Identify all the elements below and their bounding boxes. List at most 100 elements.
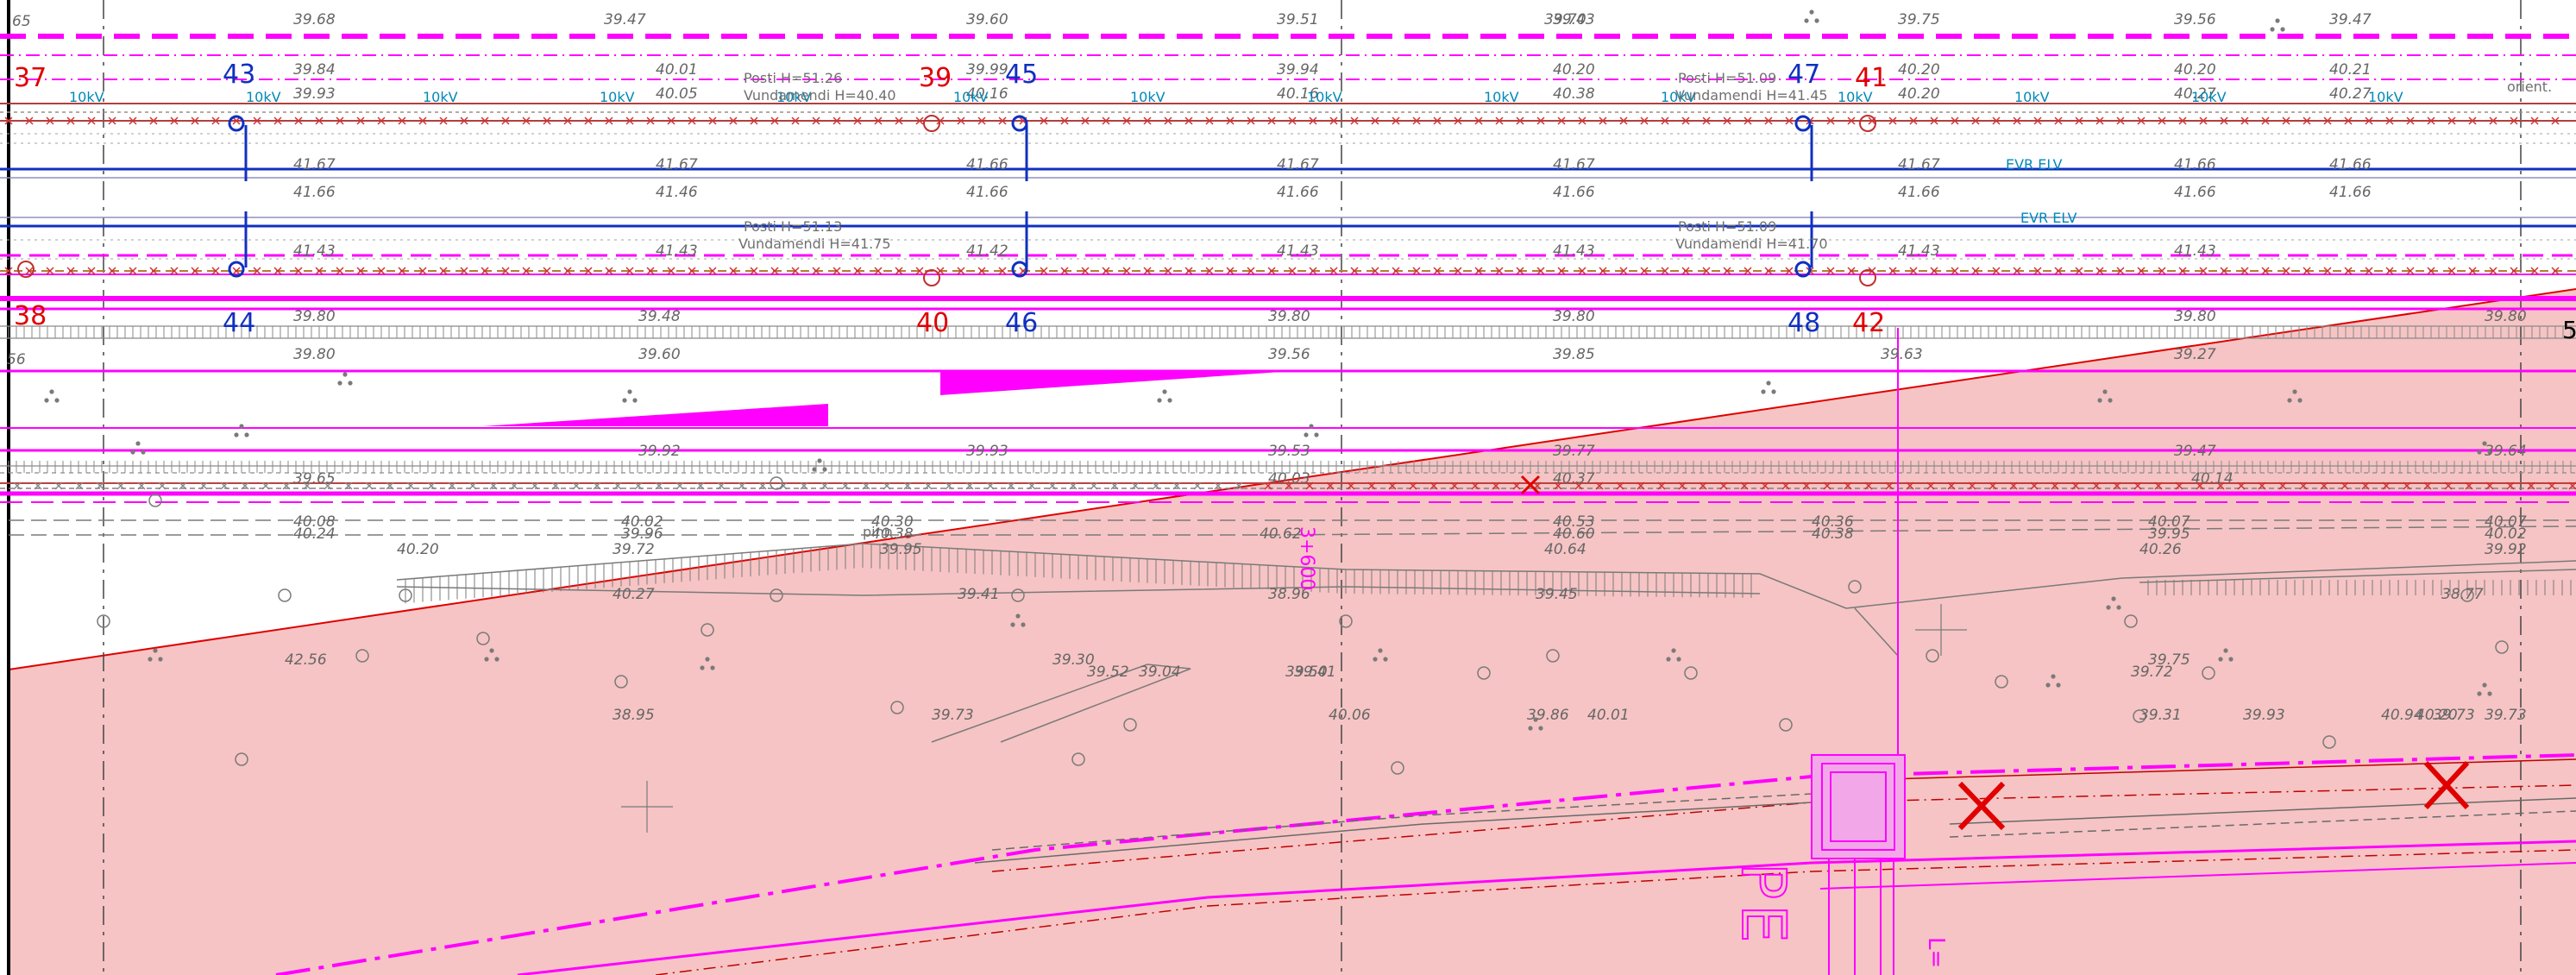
tree-dot — [1162, 389, 1167, 394]
voltage-label: 10kV — [423, 89, 458, 105]
fence-x-mark — [1371, 267, 1379, 275]
fence-x-mark — [696, 481, 705, 490]
fence-x-mark — [1184, 116, 1193, 125]
tree-dot — [1538, 726, 1543, 731]
elevation-label: 40.07 — [2148, 513, 2190, 531]
elevation-label: 40.62 — [1260, 525, 1302, 543]
fence-x-mark — [1040, 267, 1048, 275]
fence-x-mark — [593, 481, 601, 490]
fence-x-mark — [501, 267, 510, 275]
voltage-label: 10kV — [246, 89, 281, 105]
fence-x-mark — [1640, 267, 1649, 275]
elevation-label: 39.92 — [638, 443, 681, 460]
voltage-label: 10kV — [1130, 89, 1165, 105]
elevation-label: 41.67 — [293, 156, 336, 173]
fence-x-mark — [4, 267, 13, 275]
fence-x-mark — [2116, 267, 2125, 275]
note-posti-1: Posti H=51.26 — [744, 70, 842, 86]
fence-x-mark — [1971, 116, 1980, 125]
elevation-label: 39.60 — [638, 346, 681, 363]
fence-x-mark — [1429, 481, 1438, 490]
fence-x-mark — [605, 267, 613, 275]
voltage-label: 10kV — [776, 89, 812, 105]
fence-x-mark — [2178, 267, 2187, 275]
fence-x-mark — [2365, 116, 2373, 125]
fence-x-mark — [303, 481, 311, 490]
fence-x-mark — [543, 116, 551, 125]
fence-x-mark — [2506, 481, 2515, 490]
survey-point — [2124, 614, 2138, 628]
wedges — [483, 371, 1294, 426]
fence-x-mark — [1471, 481, 1480, 490]
fence-x-mark — [1992, 267, 2001, 275]
tree-dot — [1383, 657, 1388, 662]
fence-x-mark — [1699, 481, 1707, 490]
fence-x-mark — [2258, 481, 2266, 490]
fence-x-mark — [688, 116, 696, 125]
fence-x-mark — [1205, 267, 1214, 275]
fence-x-mark — [2344, 116, 2353, 125]
fence-x-mark — [2137, 116, 2146, 125]
fence-x-mark — [1412, 116, 1421, 125]
fence-x-mark — [96, 481, 104, 490]
elevation-label: 40.53 — [1553, 513, 1595, 531]
survey-point — [1779, 718, 1793, 732]
elevation-label: 41.67 — [1277, 156, 1319, 173]
elevation-label: 40.21 — [2329, 61, 2372, 79]
fence-x-mark — [4, 116, 13, 125]
fence-x-mark — [1926, 481, 1935, 490]
fence-x-mark — [1781, 481, 1790, 490]
tree-dot — [812, 467, 817, 472]
fence-x-mark — [1069, 481, 1078, 490]
fence-x-mark — [261, 481, 270, 490]
pole-label-44: 44 — [223, 308, 255, 338]
fence-x-mark — [2365, 267, 2373, 275]
elevation-label: 39.41 — [958, 586, 1000, 603]
fence-x-mark — [129, 116, 137, 125]
fence-x-mark — [1823, 481, 1831, 490]
tree-dot — [1021, 622, 1026, 627]
fence-x-mark — [531, 481, 539, 490]
fence-x-mark — [386, 481, 394, 490]
elevation-label: 39.80 — [2174, 308, 2216, 325]
fence-x-mark — [729, 267, 738, 275]
elevation-label: 40.14 — [2191, 470, 2234, 488]
fence-x-mark — [1785, 116, 1794, 125]
fence-x-mark — [2071, 481, 2080, 490]
fence-x-mark — [87, 267, 96, 275]
fence-x-mark — [2489, 116, 2497, 125]
fence-x-mark — [66, 116, 75, 125]
tree-dot — [1771, 389, 1776, 394]
lower-grey-lines — [974, 793, 2576, 864]
fence-x-mark — [315, 116, 324, 125]
fence-x-mark — [282, 481, 291, 490]
elevation-label: 40.08 — [293, 513, 336, 531]
note-posti-2: Posti H=51.13 — [744, 218, 842, 235]
fence-x-mark — [253, 116, 261, 125]
voltage-label: 10kV — [1307, 89, 1342, 105]
edge-label-left: 56 — [7, 351, 26, 368]
fence-x-mark — [936, 116, 945, 125]
elevation-label: 39.04 — [1139, 664, 1181, 681]
pole-label-37: 37 — [14, 63, 47, 93]
tree-dot — [1015, 613, 1021, 619]
elevation-label: 39.68 — [293, 11, 336, 28]
fence-x-mark — [2447, 267, 2456, 275]
note-evr-1: EVR ELV — [2006, 156, 2063, 173]
survey-point — [1011, 588, 1025, 602]
elevation-label: 39.63 — [1881, 346, 1923, 363]
fence-x-mark — [1164, 267, 1172, 275]
fence-x-mark — [232, 116, 241, 125]
fence-x-mark — [915, 116, 924, 125]
survey-point — [1477, 666, 1491, 680]
fence-x-mark — [1661, 267, 1669, 275]
elevation-label: 39.48 — [638, 308, 681, 325]
note-posti-4: Posti H=51.09 — [1678, 70, 1776, 86]
elevation-label: 41.67 — [1898, 156, 1940, 173]
fence-x-mark — [1247, 267, 1255, 275]
pole-label-47: 47 — [1787, 60, 1820, 90]
fence-x-mark — [1214, 481, 1222, 490]
elevation-label: 39.95 — [880, 541, 922, 558]
